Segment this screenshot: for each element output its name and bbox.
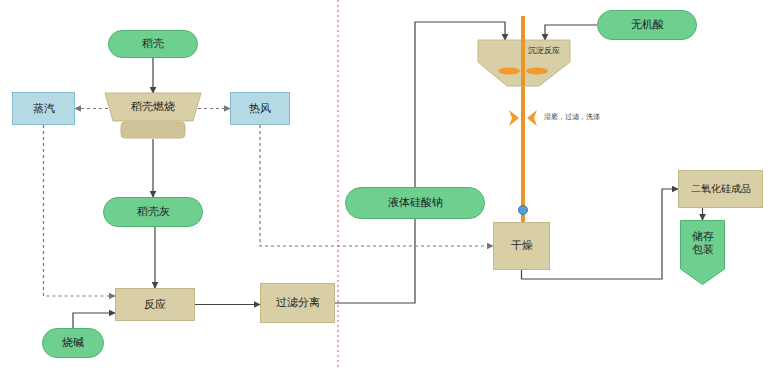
flow-connector <box>154 227 155 288</box>
node-label: 过滤分离 <box>276 296 320 309</box>
process-box: 过滤分离 <box>260 283 335 323</box>
pentagon-outline <box>681 221 725 285</box>
dashed-connector <box>198 108 230 109</box>
pill-outline <box>43 329 104 358</box>
divider-line <box>338 0 339 370</box>
node-label: 储存 包装 <box>690 230 714 256</box>
node-label: 二氧化硅成品 <box>691 183 751 195</box>
flow-connector <box>152 139 153 197</box>
node-shape <box>105 93 201 139</box>
terminal-pill: 烧碱 <box>42 328 104 358</box>
pill-outline <box>109 31 198 58</box>
pill-outline <box>598 11 697 40</box>
node-label: 稻壳 <box>142 37 164 50</box>
pill-outline <box>346 188 485 219</box>
box-outline <box>231 93 290 125</box>
process-box: 干燥 <box>493 222 550 270</box>
orange-arrow-symbol <box>527 110 537 126</box>
box-outline <box>494 223 550 270</box>
node-label: 稻壳燃烧 <box>131 100 175 113</box>
terminal-pill: 液体硅酸钠 <box>345 187 485 219</box>
dashed-connector <box>75 108 108 109</box>
pipe <box>521 16 525 40</box>
box-outline <box>116 289 195 321</box>
hopper-outline <box>105 93 201 121</box>
process-box: 二氧化硅成品 <box>678 170 763 208</box>
valve-dot <box>519 206 528 215</box>
output-pentagon: 储存 包装 <box>680 220 725 285</box>
pill-outline <box>104 198 203 227</box>
box-outline <box>13 93 75 125</box>
pipe <box>521 40 525 86</box>
hopper-base <box>121 122 185 138</box>
dashed-connector <box>260 125 493 246</box>
node-label: 热风 <box>249 102 271 115</box>
flow-connector <box>73 313 115 328</box>
box-outline <box>679 171 763 208</box>
flow-connector <box>152 58 153 93</box>
node-label: 反应 <box>144 298 166 311</box>
node-label: 稻壳灰 <box>137 205 170 218</box>
terminal-pill: 稻壳 <box>108 30 198 58</box>
flow-connector <box>335 219 415 303</box>
process-box: 蒸汽 <box>12 92 75 125</box>
node-label: 干燥 <box>511 239 533 252</box>
flow-connector <box>521 86 525 222</box>
flow-connector <box>195 304 260 305</box>
flow-connector <box>545 25 597 40</box>
hopper-vessel: 沉淀反应 <box>478 40 570 86</box>
stirrer-paddle <box>526 68 548 75</box>
node-label: 液体硅酸钠 <box>388 196 443 209</box>
node-label: 烧碱 <box>62 336 84 349</box>
terminal-pill: 稻壳灰 <box>103 197 203 227</box>
orange-arrow-symbol <box>509 110 519 126</box>
hopper-outline <box>478 40 570 86</box>
node-label: 沉淀反应 <box>528 46 560 56</box>
box-outline <box>261 284 335 323</box>
flow-connector <box>702 208 703 220</box>
process-box: 反应 <box>115 288 195 321</box>
hopper-vessel: 稻壳燃烧 <box>105 93 201 139</box>
node-label: 无机酸 <box>631 18 664 31</box>
node-label: 蒸汽 <box>33 102 55 115</box>
stirrer-paddle <box>498 68 520 75</box>
process-box: 热风 <box>230 92 290 125</box>
terminal-pill: 无机酸 <box>597 10 697 40</box>
note-label: 湿磨，过滤，洗涤 <box>543 112 601 122</box>
